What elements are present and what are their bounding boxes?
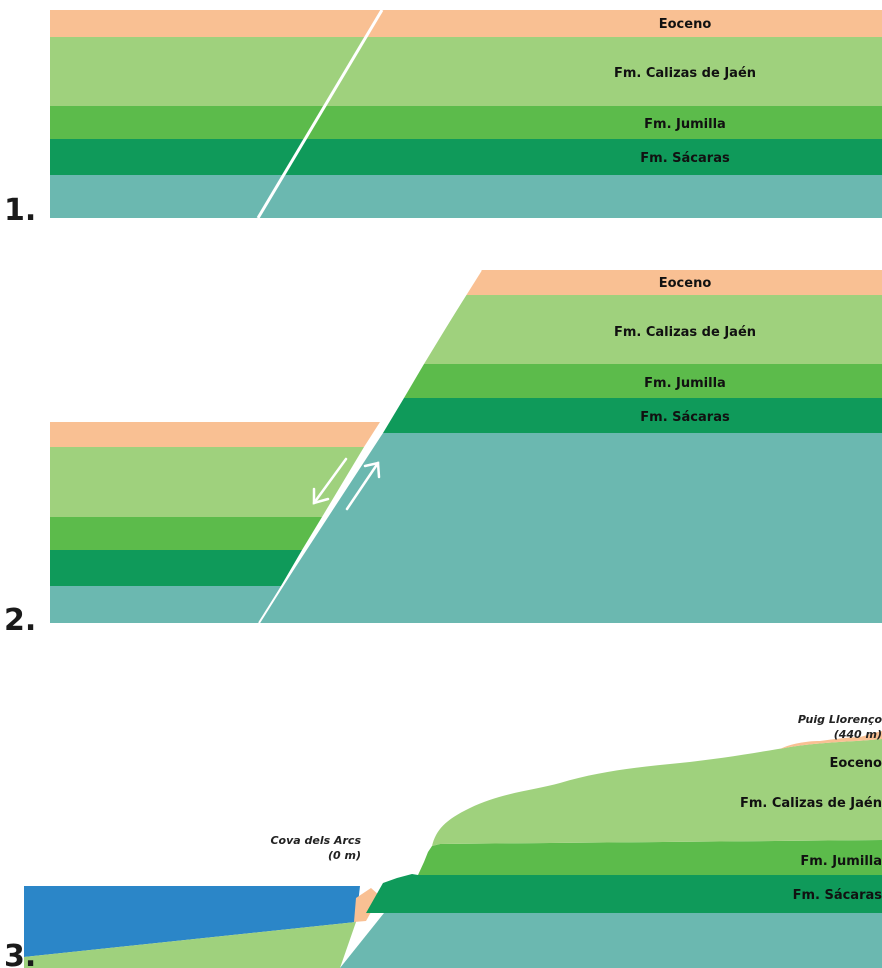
right-base bbox=[340, 913, 882, 968]
left-calizas bbox=[24, 922, 356, 968]
label-eoceno: Eoceno bbox=[659, 17, 712, 32]
right-sacaras bbox=[366, 874, 882, 913]
left-calizas bbox=[50, 447, 364, 517]
right-eoceno bbox=[466, 270, 882, 295]
label-sacaras: Fm. Sácaras bbox=[793, 888, 882, 903]
label-jumilla: Fm. Jumilla bbox=[644, 117, 726, 132]
place-elevation-cova: (0 m) bbox=[328, 849, 361, 862]
panel-3: Puig Llorenço (440 m) Cova dels Arcs (0 … bbox=[4, 713, 882, 968]
right-base bbox=[259, 433, 882, 623]
label-jumilla: Fm. Jumilla bbox=[800, 854, 882, 869]
panel-number: 1. bbox=[4, 193, 36, 228]
right-sacaras bbox=[383, 398, 882, 433]
layer-calizas bbox=[50, 37, 882, 106]
label-sacaras: Fm. Sácaras bbox=[640, 151, 730, 166]
panel-number: 3. bbox=[4, 939, 36, 968]
label-eoceno: Eoceno bbox=[829, 756, 882, 771]
coast-eoceno bbox=[354, 888, 380, 922]
sea bbox=[24, 886, 360, 957]
label-eoceno: Eoceno bbox=[659, 276, 712, 291]
label-calizas: Fm. Calizas de Jaén bbox=[740, 796, 882, 811]
place-elevation-puig: (440 m) bbox=[834, 728, 882, 741]
left-sacaras bbox=[50, 550, 302, 586]
right-calizas bbox=[432, 739, 882, 846]
right-jumilla bbox=[404, 364, 882, 398]
layer-eoceno bbox=[50, 10, 882, 37]
place-name-cova: Cova dels Arcs bbox=[270, 834, 361, 847]
panel-1: Eoceno Fm. Calizas de Jaén Fm. Jumilla F… bbox=[4, 9, 882, 228]
layer-sacaras bbox=[50, 139, 882, 175]
right-jumilla bbox=[418, 840, 882, 875]
left-base bbox=[50, 586, 281, 623]
right-eoceno bbox=[780, 731, 882, 749]
up-arrow-icon bbox=[345, 461, 381, 511]
fault-line bbox=[256, 9, 384, 219]
label-calizas: Fm. Calizas de Jaén bbox=[614, 325, 756, 340]
place-name-puig: Puig Llorenço bbox=[798, 713, 882, 726]
down-arrow-icon bbox=[312, 457, 348, 505]
left-eoceno bbox=[50, 422, 380, 447]
right-calizas bbox=[424, 295, 882, 364]
fault-line bbox=[258, 269, 482, 624]
left-jumilla bbox=[50, 517, 322, 550]
panel-2: Eoceno Fm. Calizas de Jaén Fm. Jumilla F… bbox=[4, 269, 882, 638]
label-calizas: Fm. Calizas de Jaén bbox=[614, 66, 756, 81]
layer-base bbox=[50, 175, 882, 218]
panel-number: 2. bbox=[4, 603, 36, 638]
label-jumilla: Fm. Jumilla bbox=[644, 376, 726, 391]
layer-jumilla bbox=[50, 106, 882, 139]
label-sacaras: Fm. Sácaras bbox=[640, 410, 730, 425]
